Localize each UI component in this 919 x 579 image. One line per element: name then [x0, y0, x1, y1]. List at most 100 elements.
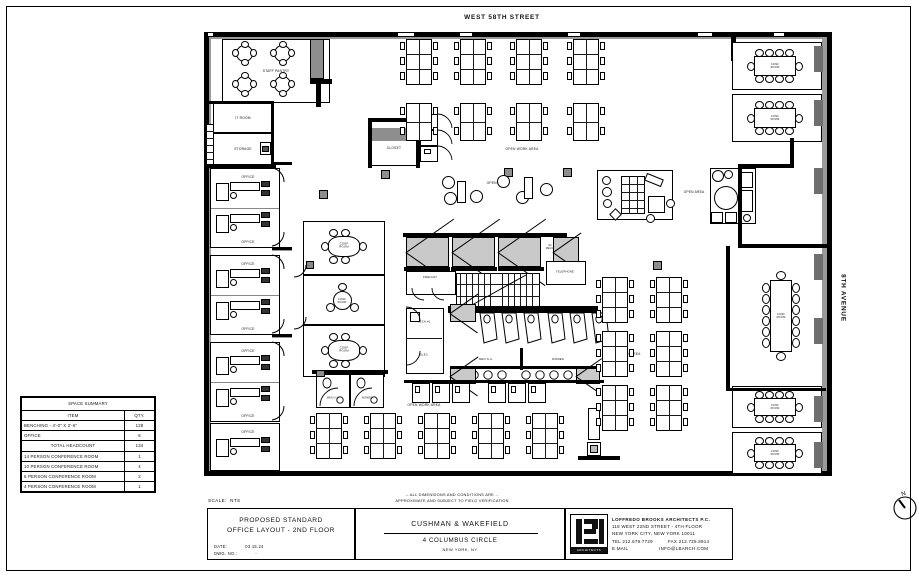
booth-door-swings [437, 113, 453, 161]
bench-divider [602, 400, 628, 401]
bench-divider [615, 277, 616, 323]
cabinet [741, 190, 753, 212]
stair-tread [466, 273, 467, 307]
seat-divider [637, 176, 638, 214]
bench-chair [433, 107, 438, 115]
bench-chair [683, 403, 688, 411]
shaft [310, 39, 324, 79]
bench-divider [424, 428, 450, 429]
stair-rail [456, 284, 540, 285]
lounge-chair [470, 190, 483, 203]
conference-chair [321, 346, 329, 355]
bench-divider [316, 428, 342, 429]
room-label-staff-pantry: STAFF PANTRY [262, 69, 290, 73]
stair-direction-arrow [471, 274, 527, 306]
elevator-sill [498, 267, 544, 271]
wall-segment [726, 388, 826, 391]
bench-divider [573, 54, 599, 55]
bench-chair [596, 349, 601, 357]
pilaster [814, 442, 823, 468]
bench-divider [573, 122, 599, 123]
restroom-divider [520, 348, 523, 370]
stair-tread [508, 273, 509, 307]
storage-equipment-detail [262, 146, 269, 152]
conference-chair [792, 316, 800, 326]
bench-divider [602, 361, 628, 362]
mech-door-swings [405, 306, 421, 366]
bench-chair [451, 416, 456, 424]
lounge-chair [603, 199, 612, 208]
conference-chair [785, 127, 794, 135]
wall-segment [738, 168, 742, 246]
conference-chair [765, 391, 774, 399]
bench-divider [532, 428, 558, 429]
pantry-chair [270, 80, 277, 88]
conference-chair [765, 437, 774, 445]
disclaimer-line-2: APPROXIMATE AND SUBJECT TO FIELD VERIFIC… [395, 497, 509, 503]
facade-break [568, 33, 580, 36]
bench-chair [650, 280, 655, 288]
conference-chair [329, 333, 338, 341]
conference-chair [785, 391, 794, 399]
bench-divider [437, 413, 438, 459]
bench-chair [505, 416, 510, 424]
exterior-wall-west [204, 32, 209, 476]
bench-chair [683, 310, 688, 318]
date-value: 03.15.24 [245, 544, 264, 549]
stair-tread [460, 273, 461, 307]
bench-chair [526, 431, 531, 439]
bench-chair [683, 388, 688, 396]
room-label-elec: ELEC [420, 353, 428, 357]
conference-chair [755, 461, 764, 469]
elevator [452, 237, 495, 267]
bench-divider [383, 413, 384, 459]
total-label: TOTAL HEADCOUNT [21, 440, 125, 452]
cabinet [741, 172, 753, 188]
table-row-total: TOTAL HEADCOUNT 134 [21, 440, 155, 452]
office-partition [211, 208, 279, 209]
bench-chair [343, 446, 348, 454]
stair-tread [532, 273, 533, 307]
pantry-chair [250, 80, 257, 88]
stair-rail [456, 296, 540, 297]
core-wall-lower [404, 380, 604, 383]
bench-chair [629, 334, 634, 342]
bench-chair [629, 349, 634, 357]
room-label-mech-1: MECH #1 [417, 320, 431, 324]
fixture [415, 386, 420, 393]
conference-chair [755, 415, 764, 423]
ottoman [711, 212, 723, 223]
bench-divider [491, 413, 492, 459]
bench-chair [629, 310, 634, 318]
conference-chair [755, 101, 764, 109]
shaft-small [450, 304, 476, 322]
conference-chair [329, 256, 338, 264]
ottoman [725, 212, 737, 223]
conference-chair [785, 461, 794, 469]
room-label-office: OFFICE [241, 349, 255, 353]
drawing-title-line-2: OFFICE LAYOUT - 2ND FLOOR [227, 526, 335, 534]
tel-label: TEL [612, 538, 621, 544]
exterior-wall-south [204, 471, 832, 476]
room-label-women: WOMEN [361, 396, 373, 400]
bench-chair [543, 127, 548, 135]
conference-chair [795, 62, 803, 71]
bench-chair [629, 280, 634, 288]
bench-divider [460, 69, 486, 70]
title-block: PROPOSED STANDARD OFFICE LAYOUT - 2ND FL… [207, 508, 911, 560]
project-city: NEW YORK, NY [442, 547, 478, 552]
bench-chair [650, 334, 655, 342]
tel-value: 212.679.7729 [622, 538, 653, 544]
bench-chair [596, 418, 601, 426]
bench-chair [526, 446, 531, 454]
bench-chair [454, 107, 459, 115]
conference-chair [775, 101, 784, 109]
pilaster [814, 396, 823, 422]
office-chair [230, 224, 237, 231]
bench-divider [602, 307, 628, 308]
bench-chair [683, 349, 688, 357]
bench-divider [516, 122, 542, 123]
office-return [216, 389, 229, 407]
fax-label: FAX [667, 538, 678, 544]
bench-chair [505, 446, 510, 454]
